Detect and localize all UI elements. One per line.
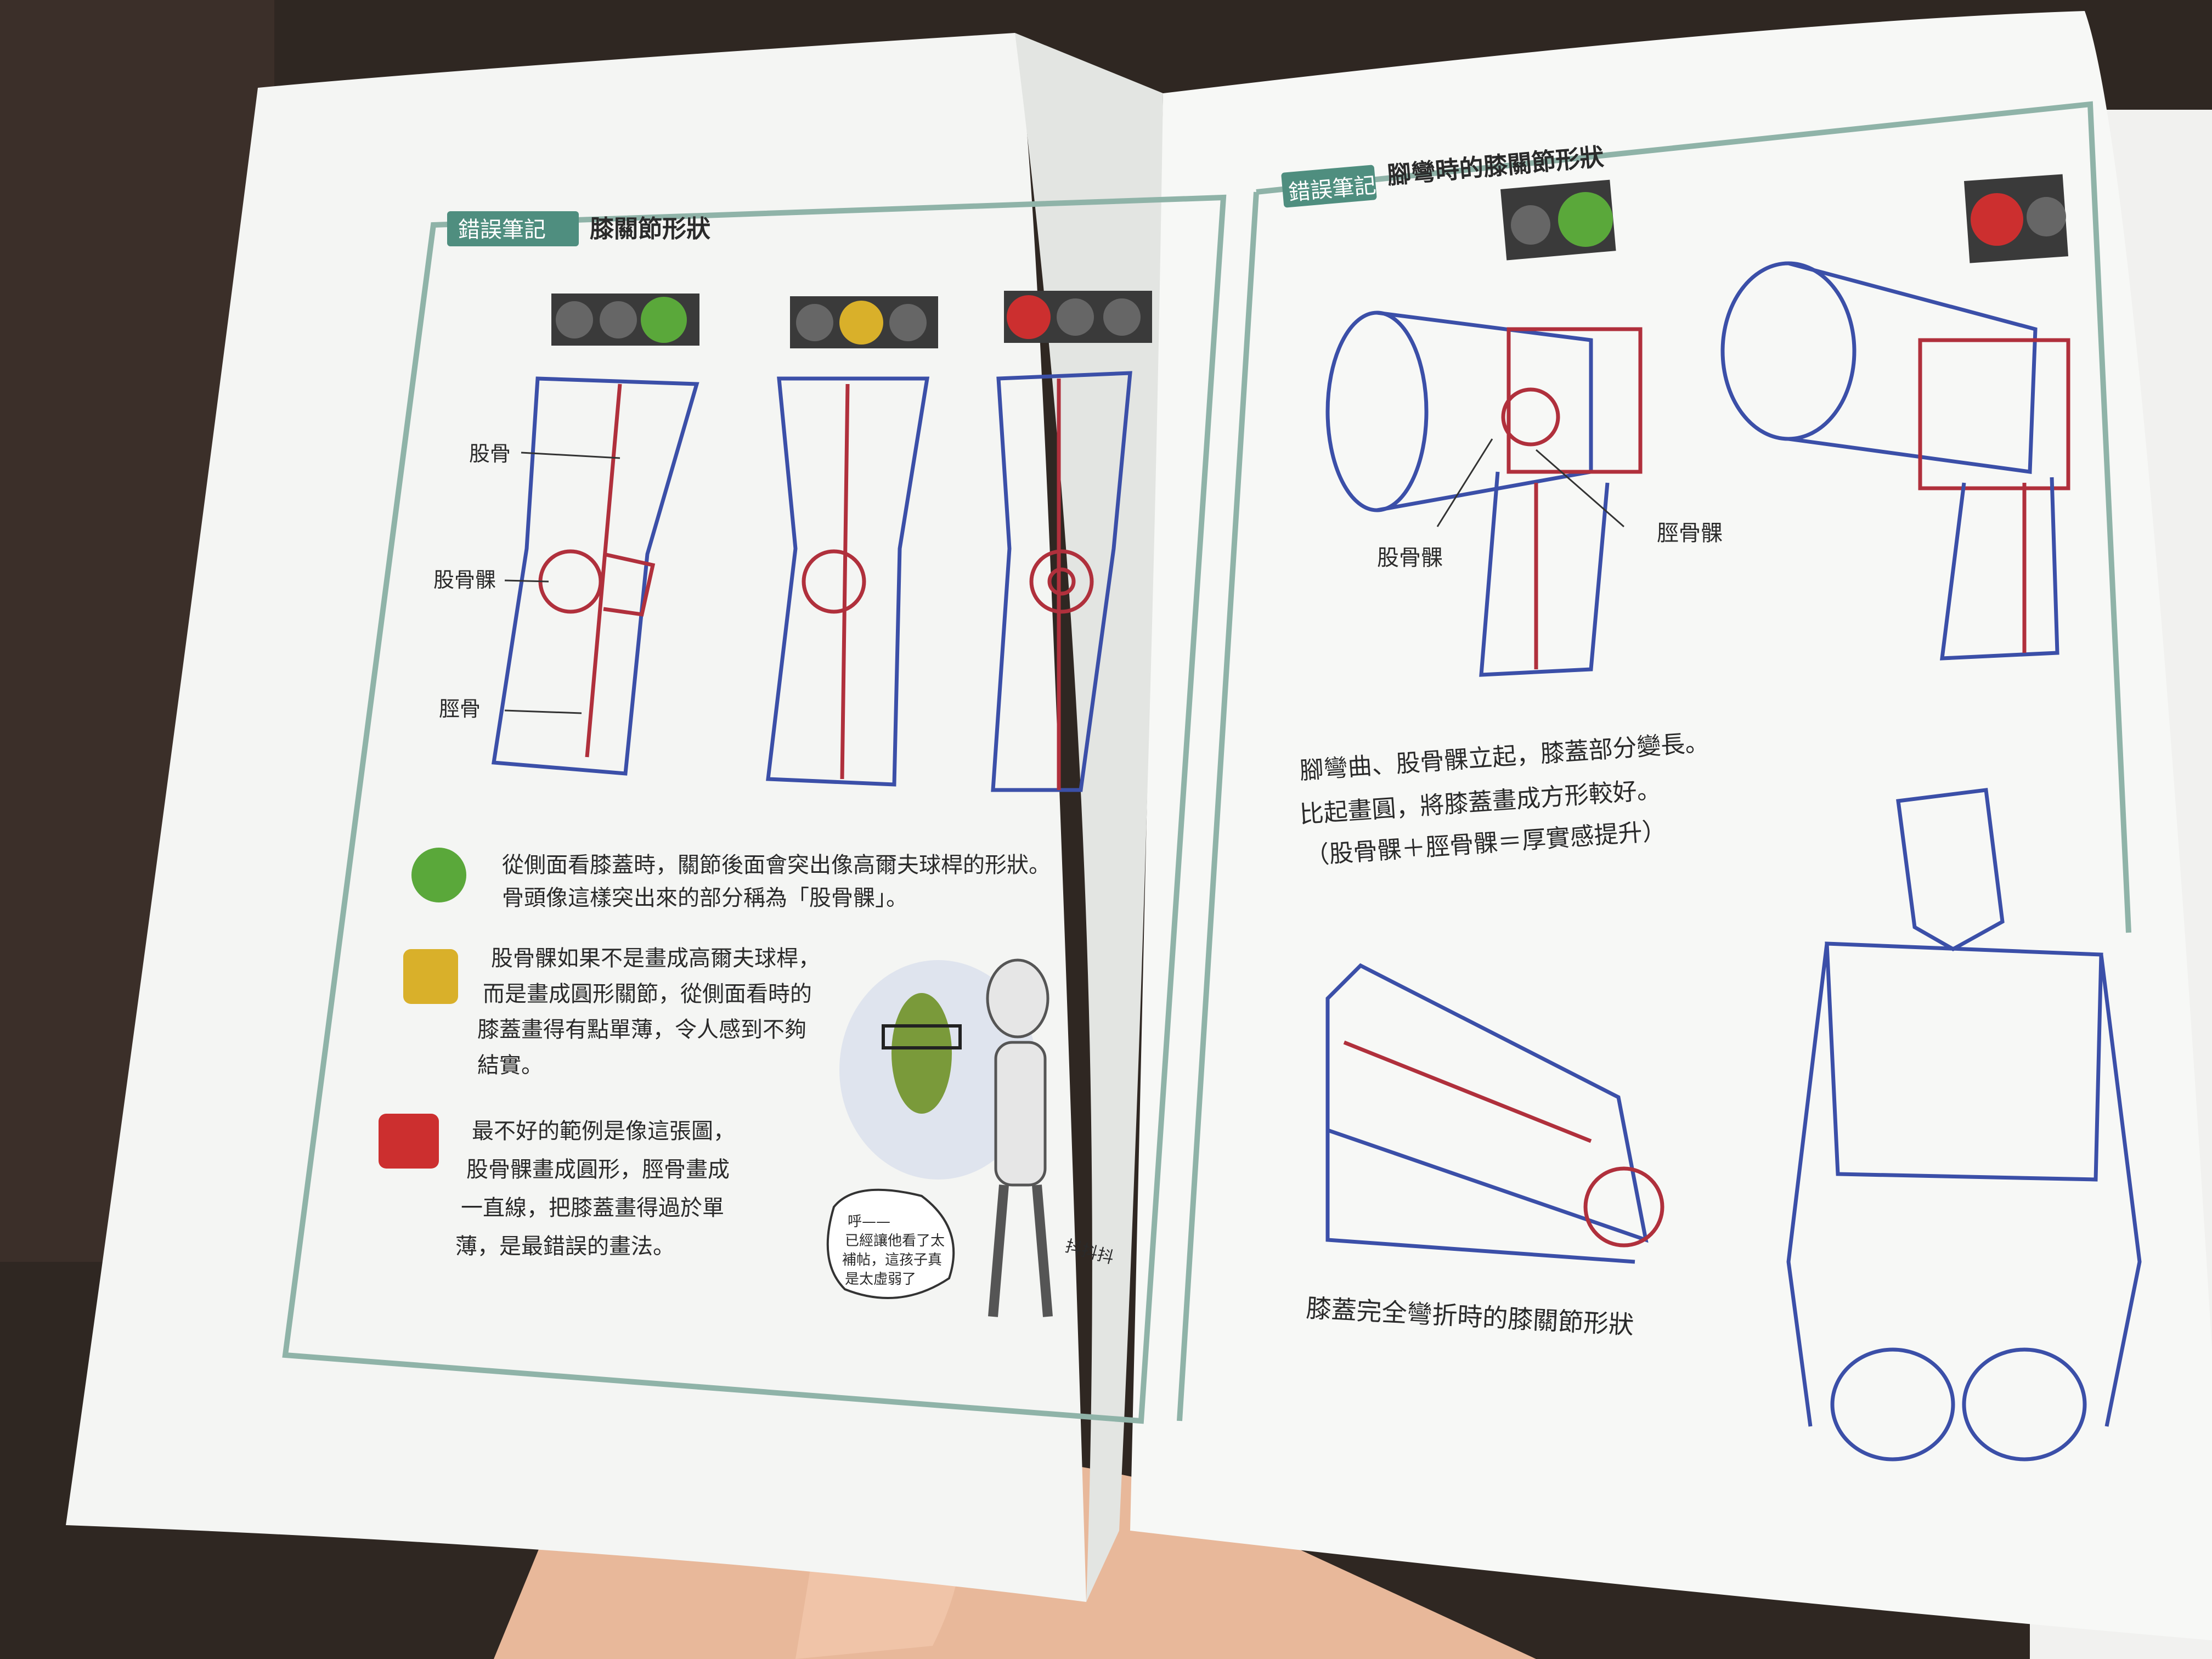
note-bad-4: 薄，是最錯誤的畫法。 [455, 1234, 675, 1259]
bad-face-icon [379, 1114, 439, 1169]
rating-light-good-icon-right [1500, 179, 1616, 261]
folded-knee-diagram [1325, 963, 1664, 1264]
leg-diagram-ok [766, 376, 930, 787]
bent-knee-good [1325, 311, 1643, 677]
note-ok-1: 股骨髁如果不是畫成高爾夫球桿， [491, 946, 820, 971]
note-bad-3: 一直線，把膝蓋畫得過於單 [461, 1195, 724, 1221]
speech-line-4: 是太虛弱了 [845, 1271, 916, 1288]
speech-bubble [826, 1188, 955, 1299]
rating-light-bad-icon [1004, 291, 1152, 343]
note-ok-4: 結實。 [477, 1053, 543, 1078]
rating-light-good-icon [551, 294, 699, 346]
label-tibial-condyle: 脛骨髁 [1657, 521, 1723, 546]
good-face-icon [411, 848, 466, 902]
label-condyle-right: 股骨髁 [1377, 545, 1443, 571]
right-frame [1177, 101, 2131, 1421]
speech-line-3: 補帖，這孩子真 [842, 1252, 942, 1268]
speech-line-1: 呼—— [848, 1214, 890, 1230]
mannequin-figure [1786, 788, 2142, 1462]
book-page-left [66, 33, 1086, 1602]
note-good-2: 骨頭像這樣突出來的部分稱為「股骨髁」。 [502, 885, 908, 911]
left-tag-bg [447, 211, 579, 246]
ok-face-icon [403, 949, 458, 1004]
rating-light-ok-icon [790, 296, 938, 348]
left-tag: 錯誤筆記 [458, 217, 546, 242]
rating-light-bad-icon-right [1964, 174, 2069, 263]
cartoon-characters [839, 958, 1053, 1317]
left-title: 膝關節形狀 [590, 215, 710, 243]
right-tag-bg [1281, 165, 1377, 208]
note-ok-3: 膝蓋畫得有點單薄，令人感到不夠 [477, 1017, 806, 1042]
note-bad-1: 最不好的範例是像這張圖， [472, 1119, 735, 1144]
book-page-right [1130, 11, 2212, 1640]
label-tibia: 脛骨 [439, 697, 481, 721]
note-ok-2: 而是畫成圓形關節，從側面看時的 [483, 981, 812, 1007]
bent-knee-bad [1720, 261, 2070, 661]
left-frame [282, 194, 1227, 1424]
leg-diagram-bad [991, 371, 1132, 792]
speech-line-2: 已經讓他看了太 [845, 1233, 945, 1249]
label-condyle: 股骨髁 [433, 568, 496, 592]
note-bad-2: 股骨髁畫成圓形，脛骨畫成 [466, 1157, 730, 1182]
note-good-1: 從側面看膝蓋時，關節後面會突出像高爾夫球桿的形狀。 [502, 853, 1051, 878]
label-femur: 股骨 [469, 442, 511, 466]
